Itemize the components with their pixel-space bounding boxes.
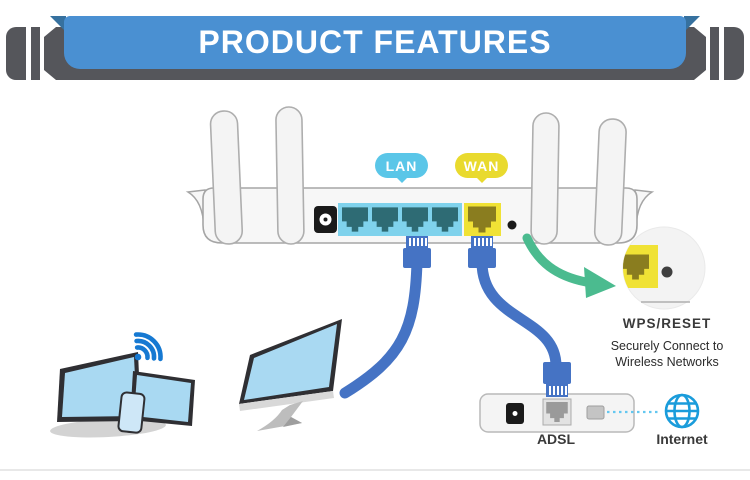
wan-label-bubble: WAN xyxy=(455,153,508,183)
wireless-devices xyxy=(50,332,195,438)
router xyxy=(185,106,655,246)
wps-reset-description: Securely Connect to Wireless Networks xyxy=(606,338,728,370)
modem-plug xyxy=(543,362,571,397)
wps-zoom-circle xyxy=(622,226,706,310)
desktop-monitor xyxy=(239,319,342,431)
banner-fold-right xyxy=(684,16,700,32)
wps-desc-line2: Wireless Networks xyxy=(615,355,719,369)
modem-line-port xyxy=(586,405,605,420)
antenna-1 xyxy=(209,110,244,245)
wan-port xyxy=(464,203,501,236)
lan-label: LAN xyxy=(385,157,418,174)
adsl-modem xyxy=(479,393,635,433)
smartphone xyxy=(117,391,146,434)
antenna-2 xyxy=(275,106,305,245)
antenna-4 xyxy=(593,118,627,246)
lan-ports xyxy=(338,203,462,236)
lan-label-bubble: LAN xyxy=(375,153,428,183)
wps-reset-title: WPS/RESET xyxy=(622,316,712,331)
ribbon-left-cap xyxy=(6,27,26,80)
ribbon-right-cap xyxy=(724,27,744,80)
banner-fold-left xyxy=(50,16,66,32)
lan-cable xyxy=(339,256,423,399)
ribbon-left-bar xyxy=(31,27,40,80)
wifi-icon xyxy=(133,332,163,362)
zoomed-reset-button xyxy=(661,266,673,278)
wan-plug xyxy=(468,236,496,268)
lan-plug xyxy=(403,236,431,268)
router-antennas xyxy=(209,106,627,246)
wan-label: WAN xyxy=(463,157,500,174)
wps-desc-line1: Securely Connect to xyxy=(610,339,724,353)
zoom-arrow-icon xyxy=(522,233,616,298)
modem-power-jack xyxy=(506,403,524,424)
tablet xyxy=(130,371,195,426)
antenna-3 xyxy=(530,112,560,245)
banner: PRODUCT FEATURES xyxy=(0,0,750,92)
wps-reset-button xyxy=(507,220,517,230)
ribbon-right-bar xyxy=(710,27,719,80)
wan-cable xyxy=(476,256,562,372)
globe-icon xyxy=(664,393,700,429)
banner-panel: PRODUCT FEATURES xyxy=(64,16,686,69)
internet-label: Internet xyxy=(656,431,708,447)
power-jack xyxy=(314,206,337,233)
monitor-chin xyxy=(239,391,334,411)
page-title: PRODUCT FEATURES xyxy=(198,24,552,60)
adsl-label: ADSL xyxy=(536,431,576,447)
